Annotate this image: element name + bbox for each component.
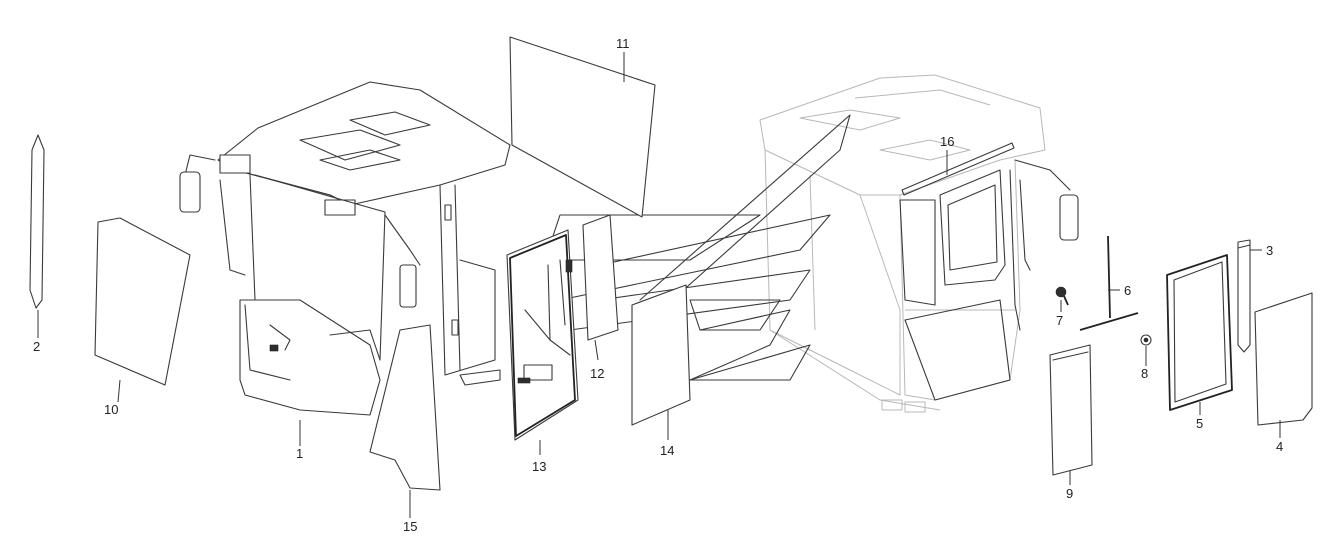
callout-3: 3 bbox=[1266, 243, 1273, 258]
part-13-door bbox=[506, 229, 579, 441]
right-cab-door-frames bbox=[899, 159, 1079, 401]
part-10-side-glass bbox=[94, 217, 191, 386]
callout-15: 15 bbox=[403, 519, 417, 534]
callout-12: 12 bbox=[590, 366, 604, 381]
callout-14: 14 bbox=[660, 443, 674, 458]
callout-16: 16 bbox=[940, 134, 954, 149]
callout-2: 2 bbox=[33, 339, 40, 354]
part-9-glass bbox=[1049, 344, 1093, 476]
callout-9: 9 bbox=[1066, 486, 1073, 501]
part-5-window-frame bbox=[1166, 254, 1233, 411]
callout-11: 11 bbox=[616, 36, 630, 51]
callout-5: 5 bbox=[1196, 416, 1203, 431]
part-6-wiper-arm bbox=[1079, 235, 1139, 331]
callout-labels: 1 2 3 4 5 6 7 8 9 10 11 12 13 14 15 16 bbox=[33, 36, 1283, 534]
part-12-door-glass bbox=[582, 214, 619, 341]
callout-7: 7 bbox=[1056, 313, 1063, 328]
part-1-cab-body bbox=[179, 81, 511, 416]
part-3-seal bbox=[1237, 239, 1251, 353]
callout-13: 13 bbox=[532, 459, 546, 474]
part-15-front-glass bbox=[369, 324, 441, 491]
part-14-door-glass-panel bbox=[631, 284, 691, 426]
callout-10: 10 bbox=[104, 402, 118, 417]
callout-4: 4 bbox=[1276, 439, 1283, 454]
part-16-roof-seal-strip bbox=[901, 142, 1015, 196]
part-4-glass bbox=[1254, 292, 1313, 426]
watermark-logo bbox=[544, 114, 851, 381]
part-7-nut bbox=[1055, 286, 1069, 306]
part-11-rear-glass bbox=[509, 36, 656, 218]
leader-lines bbox=[37, 52, 1281, 518]
callout-8: 8 bbox=[1141, 366, 1148, 381]
callout-6: 6 bbox=[1124, 283, 1131, 298]
callout-1: 1 bbox=[296, 446, 303, 461]
part-8-washer bbox=[1140, 334, 1152, 346]
part-2-seal-strip bbox=[29, 134, 45, 309]
